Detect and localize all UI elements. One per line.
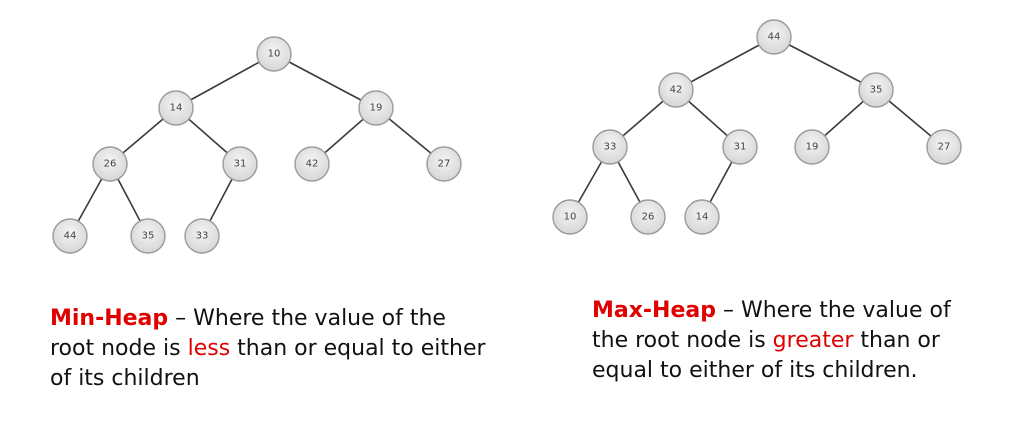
max-heap-node: 26 [630,199,666,235]
min-heap-edges [69,53,445,237]
max-heap-caption: Max-Heap – Where the value of the root n… [592,296,992,386]
node-circle [52,218,88,254]
node-value: 26 [104,159,117,170]
node-value: 19 [370,103,383,114]
node-value: 31 [234,159,247,170]
node-value: 35 [870,85,883,96]
min-heap-caption: Min-Heap – Where the value of the root n… [50,304,490,394]
node-circle [552,199,588,235]
edge [273,53,377,109]
max-heap-node: 31 [722,129,758,165]
node-circle [858,72,894,108]
edge [773,36,877,91]
min-heap-node: 14 [158,90,194,126]
max-heap-edges [569,36,945,218]
min-heap-term: Min-Heap [50,306,169,331]
node-circle [294,146,330,182]
max-heap-tree: 44 42 35 33 31 19 27 10 26 14 [552,19,962,235]
edge [675,36,775,91]
node-circle [794,129,830,165]
node-circle [592,129,628,165]
node-value: 44 [768,32,781,43]
max-heap-node: 35 [858,72,894,108]
min-heap-node: 33 [184,218,220,254]
min-heap-caption-highlight: less [187,336,231,361]
min-heap-node: 31 [222,146,258,182]
node-value: 33 [196,231,209,242]
node-value: 31 [734,142,747,153]
node-circle [256,36,292,72]
node-value: 27 [938,142,951,153]
min-heap-tree: 10 14 19 26 31 42 27 44 35 33 [52,36,462,254]
node-value: 10 [564,212,577,223]
node-value: 26 [642,212,655,223]
min-heap-caption-text-end: than or equal to either of its children [50,336,486,391]
max-heap-caption-text: – Where the value of the root node is [592,298,951,353]
min-heap-node: 26 [92,146,128,182]
node-circle [92,146,128,182]
min-heap-caption-text: – Where the value of the root node is [50,306,446,361]
node-circle [756,19,792,55]
min-heap-node: 10 [256,36,292,72]
min-heap-node: 19 [358,90,394,126]
min-heap-node: 35 [130,218,166,254]
node-circle [184,218,220,254]
node-circle [358,90,394,126]
node-value: 19 [806,142,819,153]
min-heap-node: 27 [426,146,462,182]
node-value: 44 [64,231,77,242]
node-circle [426,146,462,182]
node-value: 35 [142,231,155,242]
node-circle [926,129,962,165]
node-value: 33 [604,142,617,153]
max-heap-caption-text-end: than or equal to either of its children. [592,328,940,383]
min-heap-node: 44 [52,218,88,254]
node-circle [630,199,666,235]
max-heap-term: Max-Heap [592,298,716,323]
max-heap-node: 33 [592,129,628,165]
node-circle [130,218,166,254]
min-heap-node: 42 [294,146,330,182]
max-heap-node: 14 [684,199,720,235]
node-circle [158,90,194,126]
max-heap-node: 19 [794,129,830,165]
node-circle [222,146,258,182]
max-heap-node: 42 [658,72,694,108]
node-value: 10 [268,49,281,60]
edge [175,53,275,109]
node-value: 42 [306,159,319,170]
node-circle [684,199,720,235]
node-value: 27 [438,159,451,170]
node-circle [658,72,694,108]
node-circle [722,129,758,165]
max-heap-node: 44 [756,19,792,55]
max-heap-node: 10 [552,199,588,235]
node-value: 14 [696,212,709,223]
max-heap-caption-highlight: greater [772,328,854,353]
max-heap-node: 27 [926,129,962,165]
node-value: 42 [670,85,683,96]
node-value: 14 [170,103,183,114]
